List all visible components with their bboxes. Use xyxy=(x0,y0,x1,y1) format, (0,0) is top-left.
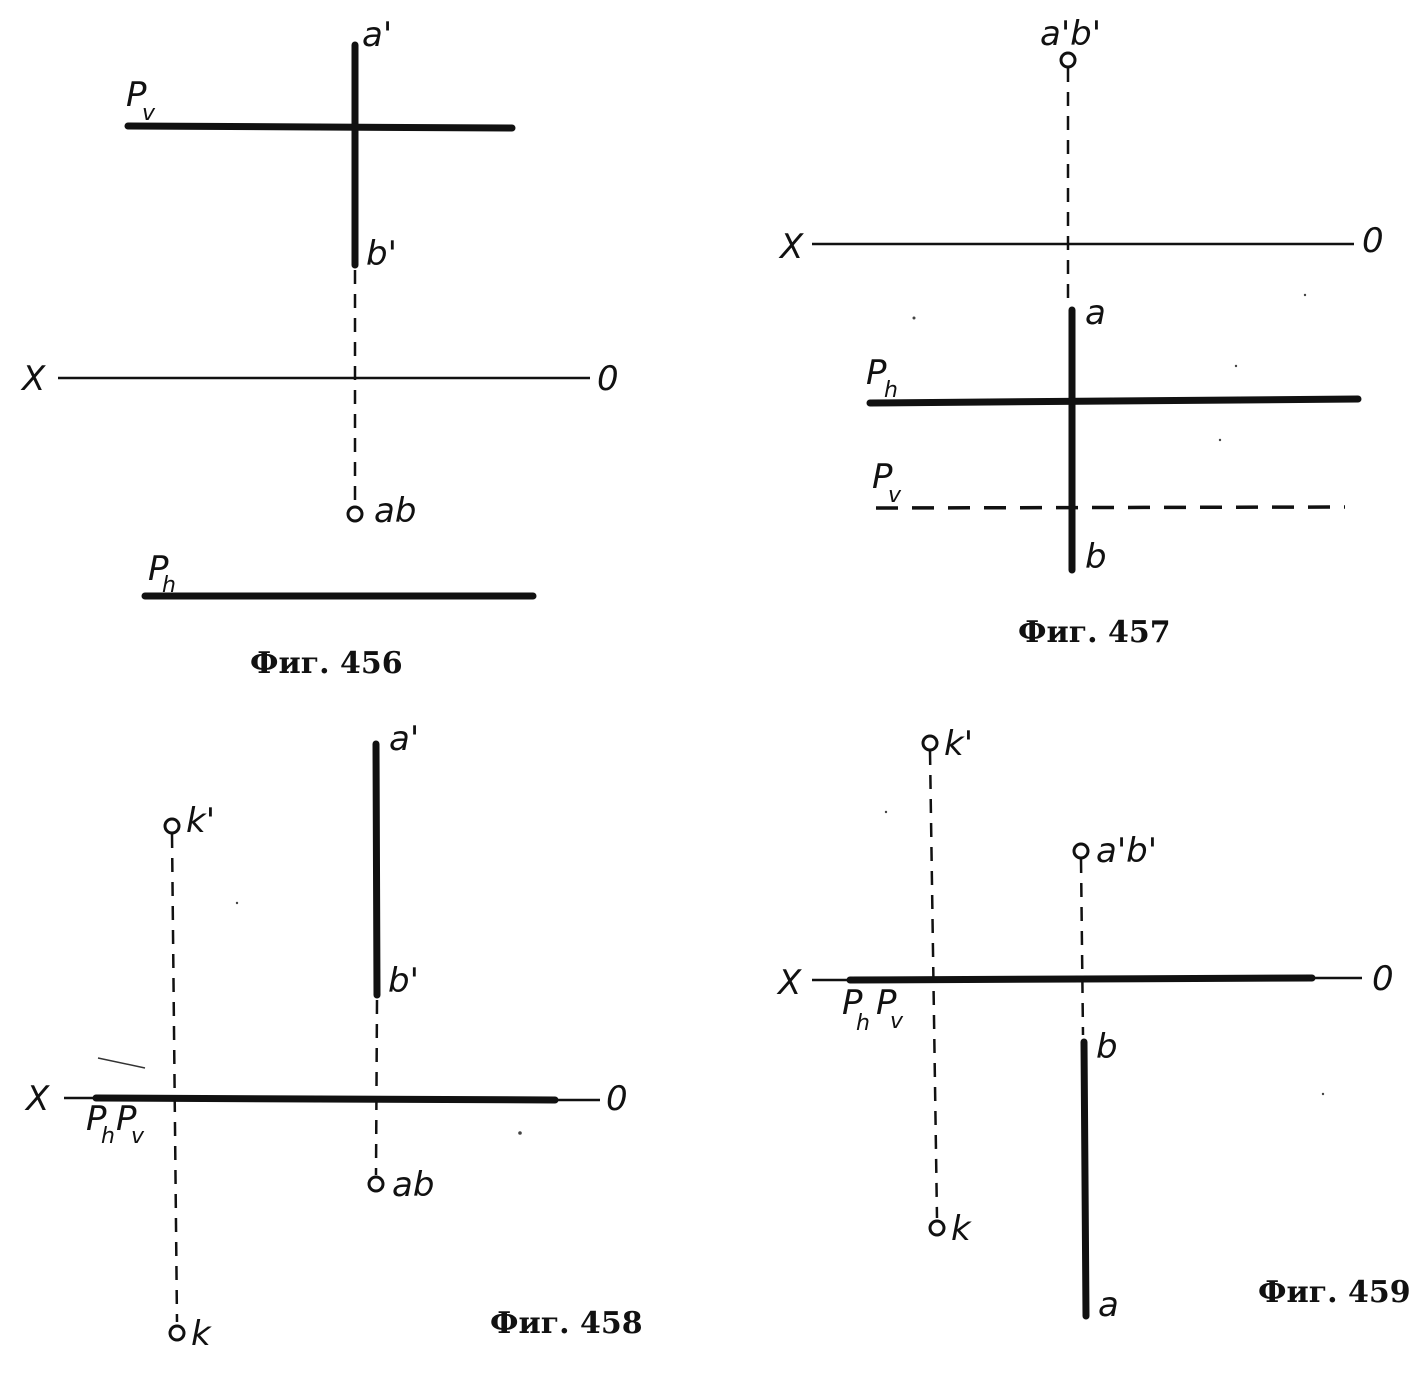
label-ab: ab xyxy=(374,491,416,531)
label-axis-x: X xyxy=(776,963,802,1003)
label-b: b xyxy=(1085,537,1107,577)
trace-pv xyxy=(875,505,1346,510)
label-b: b xyxy=(1096,1027,1118,1067)
label-b1: b' xyxy=(388,961,419,1001)
label-a1: a' xyxy=(362,15,392,55)
trace-ph xyxy=(866,395,1362,407)
caption-459: Фиг. 459 xyxy=(1258,1275,1411,1310)
label-pv: P xyxy=(876,983,897,1023)
figure-457: a'b' X 0 a b P h P v Фиг. 457 xyxy=(778,14,1384,650)
point-ab xyxy=(367,1175,385,1193)
label-a: a xyxy=(1085,293,1106,333)
label-ph: P xyxy=(86,1099,107,1139)
caption-456: Фиг. 456 xyxy=(250,646,403,681)
segment-a1-b1 xyxy=(372,740,381,999)
label-pv-sub: v xyxy=(890,1009,904,1034)
label-axis-o: 0 xyxy=(597,359,619,399)
projection-line-k xyxy=(170,833,179,1323)
label-pv-sub: v xyxy=(888,483,902,508)
point-a1b1 xyxy=(1059,51,1077,69)
projection-line-k xyxy=(928,750,939,1219)
label-axis-o: 0 xyxy=(1362,221,1384,261)
point-k1 xyxy=(163,817,181,835)
projection-line-ab xyxy=(1079,858,1085,1036)
label-k1: k' xyxy=(944,724,973,764)
label-pv: P xyxy=(116,1099,137,1139)
label-pv-sub: v xyxy=(131,1124,145,1149)
label-b1: b' xyxy=(366,234,397,274)
label-k: k xyxy=(191,1314,212,1354)
label-a1b1: a'b' xyxy=(1040,14,1101,54)
figure-459: k' k a'b' b a X 0 P h P v Фиг. 459 xyxy=(776,724,1411,1325)
label-axis-x: X xyxy=(24,1079,50,1119)
label-axis-o: 0 xyxy=(606,1079,628,1119)
label-pv: P xyxy=(872,457,893,497)
label-axis-x: X xyxy=(778,227,804,267)
caption-458: Фиг. 458 xyxy=(490,1306,643,1341)
point-ab xyxy=(346,505,364,523)
label-pv-sub: v xyxy=(142,101,156,126)
trace-ph-pv xyxy=(846,974,1316,984)
label-ph: P xyxy=(842,983,863,1023)
pencil-stroke xyxy=(97,1057,146,1069)
label-ph: P xyxy=(866,353,887,393)
figure-456: a' b' ab X 0 P v P h Фиг. 456 xyxy=(20,15,619,681)
label-pv: P xyxy=(126,75,147,115)
trace-pv xyxy=(124,122,516,132)
figure-458: a' b' ab k' k X 0 P h P v Фиг. 458 xyxy=(24,719,643,1354)
label-ph-sub: h xyxy=(101,1124,115,1149)
label-axis-o: 0 xyxy=(1372,959,1394,999)
point-k xyxy=(928,1219,946,1237)
segment-b-a xyxy=(1080,1038,1090,1320)
label-a: a xyxy=(1098,1285,1119,1325)
label-ph-sub: h xyxy=(162,573,176,598)
label-ph: P xyxy=(148,549,169,589)
trace-ph-pv xyxy=(92,1094,559,1104)
label-a1b1: a'b' xyxy=(1096,831,1157,871)
point-k1 xyxy=(921,734,939,752)
label-axis-x: X xyxy=(20,359,46,399)
label-k: k xyxy=(951,1209,972,1249)
label-ab: ab xyxy=(392,1165,434,1205)
projection-line-ab xyxy=(374,999,379,1176)
caption-457: Фиг. 457 xyxy=(1018,615,1171,650)
label-k1: k' xyxy=(186,801,215,841)
point-a1b1 xyxy=(1072,842,1090,860)
label-a1: a' xyxy=(389,719,419,759)
label-ph-sub: h xyxy=(856,1011,870,1036)
point-k xyxy=(168,1324,186,1342)
scan-specks xyxy=(235,293,1325,1135)
label-ph-sub: h xyxy=(884,378,898,403)
